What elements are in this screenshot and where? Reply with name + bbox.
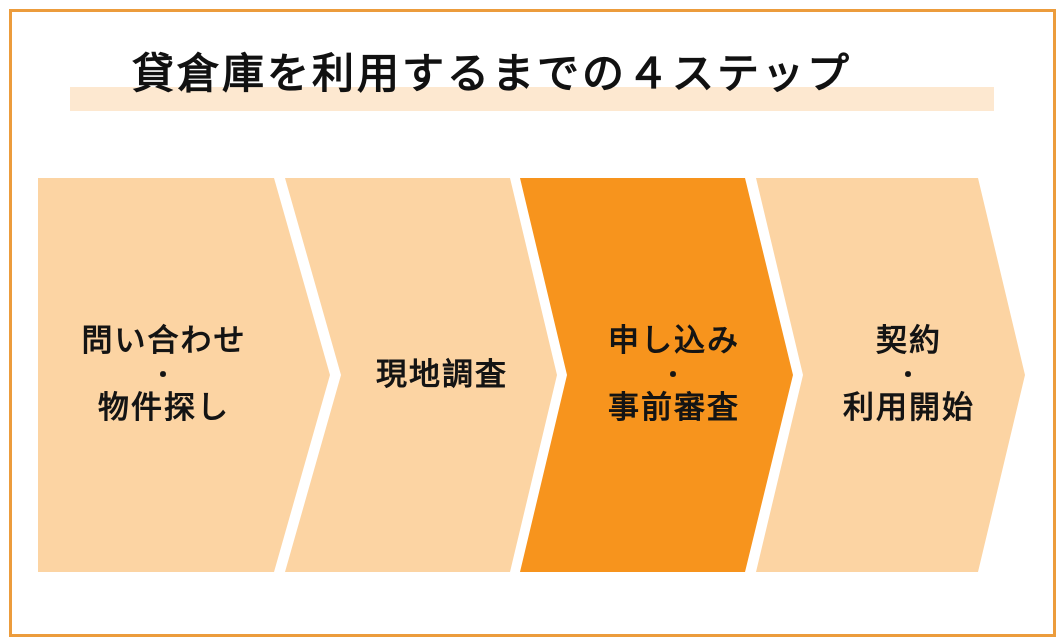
step-2-label: 現地調査 (322, 178, 562, 572)
step-1-line2: 物件探し (98, 390, 230, 426)
step-3-shape (520, 178, 793, 572)
step-4-separator: ・ (896, 361, 922, 389)
step-2-shape (285, 178, 557, 572)
step-1-line1: 問い合わせ (81, 323, 247, 359)
step-4-shape (756, 178, 1025, 572)
step-3-line1: 申し込み (608, 323, 740, 359)
step-4-line2: 利用開始 (843, 390, 975, 426)
step-3-separator: ・ (661, 361, 687, 389)
step-1-separator: ・ (151, 361, 177, 389)
step-3-line2: 事前審査 (608, 390, 740, 426)
step-2-line1: 現地調査 (376, 356, 508, 393)
diagram-title: 貸倉庫を利用するまでの４ステップ (132, 49, 853, 98)
step-4-label: 契約 ・ 利用開始 (793, 178, 1025, 572)
step-4-line1: 契約 (876, 323, 942, 359)
step-1-label: 問い合わせ ・ 物件探し (38, 178, 290, 572)
step-3-label: 申し込み ・ 事前審査 (557, 178, 791, 572)
diagram-frame (9, 9, 1056, 637)
step-1-shape (38, 178, 330, 572)
title-highlight-bar (70, 87, 994, 111)
